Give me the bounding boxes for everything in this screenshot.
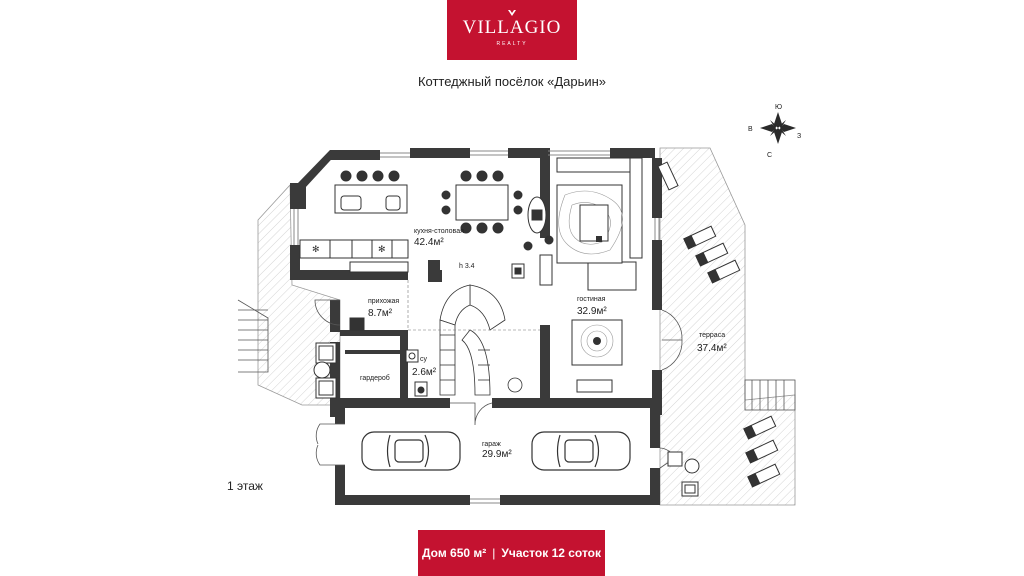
dining-table <box>441 170 523 234</box>
hall-area: 8.7м² <box>368 308 393 319</box>
spiral-staircase <box>439 284 523 396</box>
car-right <box>531 431 631 471</box>
wardrobe-name: гардероб <box>360 374 390 382</box>
logo-crown-icon <box>508 10 516 16</box>
terrace-stairs <box>744 379 796 411</box>
compass-south: С <box>767 152 772 159</box>
living-rug <box>556 184 623 264</box>
terrace-area-value: 37.4м² <box>697 343 727 354</box>
kitchen-island <box>334 170 408 214</box>
column <box>428 260 440 272</box>
wc-fixtures <box>405 349 428 397</box>
armchairs <box>523 196 554 251</box>
wc-name: су <box>420 356 428 363</box>
brand-logo: VILLAGIO REALTY <box>447 0 577 60</box>
terrace-loungers <box>657 161 781 488</box>
tv-stand <box>511 254 553 286</box>
kitchen-name: кухня-столовая <box>414 228 464 235</box>
wc-area: 2.6м² <box>412 367 437 378</box>
left-stairs <box>237 299 269 373</box>
banner-separator: | <box>492 546 496 560</box>
terrace-name: терраса <box>699 332 725 339</box>
garage-name: гараж <box>482 441 501 448</box>
kitchen-area: 42.4м² <box>414 237 444 248</box>
walls <box>290 148 662 505</box>
ceiling-height: h 3.4 <box>459 263 475 270</box>
zone-lines <box>407 280 540 331</box>
compass-east: З <box>797 133 801 140</box>
windows <box>293 150 660 504</box>
compass-icon: Ю С В З <box>748 104 801 159</box>
svg-text:✻: ✻ <box>378 244 386 254</box>
car-left <box>361 431 461 471</box>
floor-label: 1 этаж <box>227 479 263 493</box>
brand-name: VILLAGIO <box>462 17 562 38</box>
garage-area: 29.9м² <box>482 449 512 460</box>
kitchen-counter: ✻ ✻ <box>299 239 409 273</box>
coffee-rug <box>571 319 623 393</box>
page-title: Коттеджный посёлок «Дарьин» <box>417 74 607 89</box>
sofa <box>556 157 643 291</box>
compass-west: В <box>748 126 753 133</box>
plot-area: Участок 12 соток <box>501 546 602 560</box>
hall-furniture <box>313 317 365 399</box>
house-area: Дом 650 м² <box>421 546 487 560</box>
compass-north: Ю <box>775 104 782 111</box>
brand-sub: REALTY <box>496 41 528 47</box>
terrace-seating <box>667 451 700 497</box>
svg-text:✻: ✻ <box>312 244 320 254</box>
bottom-banner: Дом 650 м² | Участок 12 соток <box>418 530 605 576</box>
hall-name: прихожая <box>368 298 399 305</box>
living-name: гостиная <box>577 296 606 303</box>
living-area: 32.9м² <box>577 306 607 317</box>
